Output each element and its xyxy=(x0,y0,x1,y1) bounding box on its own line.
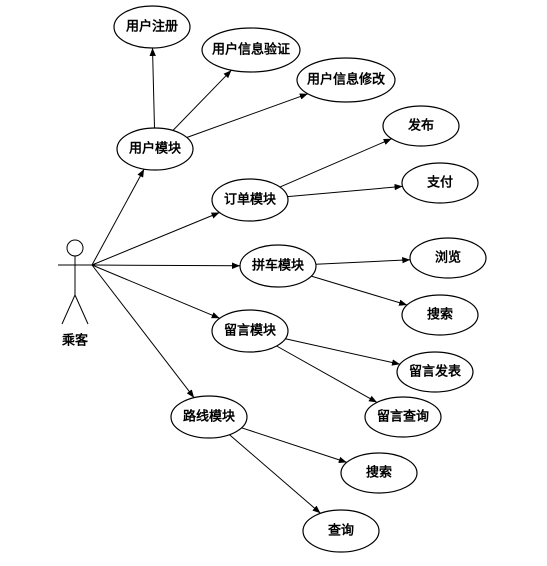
association-route-to-search2 xyxy=(241,427,347,463)
use-case-search1: 搜索 xyxy=(401,294,479,336)
use-case-ellipse xyxy=(401,294,479,336)
use-case-msg-query: 留言查询 xyxy=(364,396,442,438)
use-case-ellipse xyxy=(340,452,418,494)
use-case-message: 留言模块 xyxy=(211,309,289,353)
use-case-user: 用户模块 xyxy=(116,127,194,171)
use-case-label: 留言模块 xyxy=(224,323,277,339)
use-case-ellipse xyxy=(296,57,396,103)
association-message-to-msg_post xyxy=(285,338,401,366)
use-case-ellipse xyxy=(113,5,191,49)
use-case-ellipse xyxy=(239,244,317,288)
use-case-ellipse xyxy=(302,509,380,553)
use-case-label: 留言发表 xyxy=(409,364,462,380)
actor-passenger: 乘客 xyxy=(58,239,92,349)
use-case-label: 搜索 xyxy=(427,307,453,323)
use-case-label: 用户信息修改 xyxy=(306,72,386,88)
use-case-label: 发布 xyxy=(407,118,434,134)
actor-label: 乘客 xyxy=(61,333,89,349)
use-case-label: 支付 xyxy=(426,175,453,191)
association-passenger-to-user xyxy=(91,168,145,266)
association-passenger-to-carpool xyxy=(91,262,241,269)
use-case-register: 用户注册 xyxy=(113,5,191,49)
use-case-label: 拼车模块 xyxy=(252,258,305,274)
use-case-verify: 用户信息验证 xyxy=(201,27,301,73)
use-case-label: 订单模块 xyxy=(224,192,277,208)
association-route-to-query xyxy=(229,434,321,514)
use-case-label: 留言查询 xyxy=(377,409,429,425)
actor-right-leg xyxy=(74,294,89,325)
actor-left-leg xyxy=(61,294,76,325)
use-case-browse: 浏览 xyxy=(409,237,487,279)
association-user-to-register xyxy=(149,47,156,129)
use-case-label: 用户信息验证 xyxy=(211,42,290,58)
association-lines xyxy=(91,47,411,514)
association-passenger-to-message xyxy=(91,264,220,319)
use-case-route: 路线模块 xyxy=(170,395,248,439)
association-carpool-to-search1 xyxy=(311,275,408,306)
use-case-label: 搜索 xyxy=(366,465,392,481)
association-message-to-msg_query xyxy=(276,345,378,403)
association-order-to-publish xyxy=(279,138,392,188)
use-case-carpool: 拼车模块 xyxy=(239,244,317,288)
use-case-ellipse xyxy=(409,237,487,279)
use-case-query: 查询 xyxy=(302,509,380,553)
use-case-ellipse xyxy=(382,105,460,147)
association-passenger-to-order xyxy=(91,212,220,266)
use-case-ellipse xyxy=(401,162,479,204)
use-case-search2: 搜索 xyxy=(340,452,418,494)
use-case-nodes: 用户模块用户注册用户信息验证用户信息修改订单模块发布支付拼车模块浏览搜索留言模块… xyxy=(113,5,487,553)
use-case-ellipse xyxy=(211,309,289,353)
use-case-modify: 用户信息修改 xyxy=(296,57,396,103)
association-order-to-pay xyxy=(287,183,403,198)
use-case-ellipse xyxy=(364,396,442,438)
use-case-ellipse xyxy=(201,27,301,73)
use-case-label: 浏览 xyxy=(435,250,461,266)
use-case-ellipse xyxy=(170,395,248,439)
use-case-publish: 发布 xyxy=(382,105,460,147)
association-user-to-verify xyxy=(172,69,232,131)
association-passenger-to-route xyxy=(91,264,195,399)
use-case-pay: 支付 xyxy=(401,162,479,204)
use-case-label: 用户模块 xyxy=(128,141,182,157)
use-case-ellipse xyxy=(396,351,474,393)
use-case-label: 路线模块 xyxy=(183,409,236,425)
actor-head xyxy=(66,239,84,257)
use-case-label: 查询 xyxy=(327,523,354,539)
use-case-msg-post: 留言发表 xyxy=(396,351,474,393)
use-case-ellipse xyxy=(211,178,289,222)
use-case-label: 用户注册 xyxy=(125,19,178,35)
use-case-ellipse xyxy=(116,127,194,171)
association-carpool-to-browse xyxy=(315,256,411,265)
association-user-to-modify xyxy=(186,93,308,138)
use-case-order: 订单模块 xyxy=(211,178,289,222)
